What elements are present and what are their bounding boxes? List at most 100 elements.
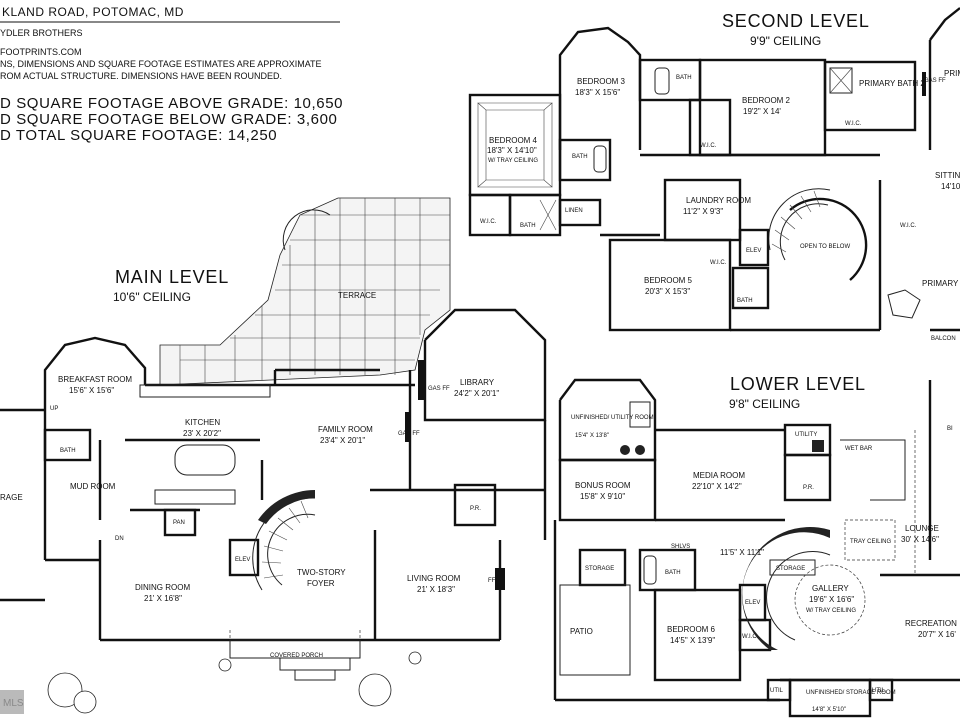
foyer-label-1: TWO-STORY: [297, 568, 346, 577]
mls-watermark: MLS: [3, 698, 24, 709]
bedroom6-label: BEDROOM 6: [667, 625, 716, 634]
lower-shlvs: SHLVS: [671, 544, 690, 550]
gallery-label: GALLERY: [812, 584, 849, 593]
terrace: TERRACE: [159, 197, 451, 386]
tray-label: TRAY CEILING: [850, 539, 891, 545]
bedroom2-dim: 19'2" X 14': [743, 107, 781, 116]
shrub-d: [218, 658, 232, 672]
shrub-e: [408, 651, 422, 665]
linen-label: LINEN: [565, 208, 583, 214]
sitting-dim: 14'10: [941, 182, 960, 191]
lower-pr: P.R.: [803, 485, 814, 491]
main-pr: P.R.: [470, 506, 481, 512]
second-wic-d: W.I.C.: [710, 260, 727, 266]
second-bath-d: BATH: [737, 298, 753, 304]
second-wic-b: W.I.C.: [845, 121, 862, 127]
gallery-dim: 19'6" X 16'6": [809, 595, 854, 604]
website-text: FOOTPRINTS.COM: [0, 47, 82, 57]
main-ff: FF: [488, 578, 496, 584]
kitchen-dim: 23' X 20'2": [183, 429, 221, 438]
mudroom-label: MUD ROOM: [70, 482, 116, 491]
main-elev: ELEV: [235, 557, 250, 563]
recreation-label: RECREATION: [905, 619, 957, 628]
primary-bath2-label: PRIMARY BATH 2: [859, 79, 925, 88]
second-wic-c: W.I.C.: [480, 219, 497, 225]
second-wic-a: W.I.C.: [700, 143, 717, 149]
second-level-title: SECOND LEVEL: [722, 11, 870, 31]
lower-level-plan: LOWER LEVEL 9'8" CEILING UNFINISHED/ UTI…: [553, 374, 960, 718]
lower-bath: BATH: [665, 570, 681, 576]
lower-elev: ELEV: [745, 600, 760, 606]
patio-label: PATIO: [570, 627, 593, 636]
main-stair-treads: [261, 500, 309, 579]
bedroom3-dim: 18'3" X 15'6": [575, 88, 620, 97]
main-dn: DN: [115, 536, 124, 542]
porch-label: COVERED PORCH: [270, 653, 323, 659]
sqft-below-grade: D SQUARE FOOTAGE BELOW GRADE: 3,600: [0, 111, 337, 128]
lower-storage-b: STORAGE: [776, 566, 805, 572]
shrub-c: [358, 673, 392, 707]
laundry-dim: 11'2" X 9'3": [683, 207, 723, 216]
second-elev: ELEV: [746, 248, 761, 254]
media-dim: 22'10" X 14'2": [692, 482, 742, 491]
unfinished-storage-dim: 14'8" X 5'10": [812, 707, 846, 713]
kitchen-label: KITCHEN: [185, 418, 220, 427]
sqft-above-grade: D SQUARE FOOTAGE ABOVE GRADE: 10,650: [0, 95, 343, 112]
bedroom2-label: BEDROOM 2: [742, 96, 791, 105]
terrace-label: TERRACE: [338, 291, 376, 300]
foyer-label-2: FOYER: [307, 579, 335, 588]
bedroom4-note: W/ TRAY CEILING: [488, 158, 538, 164]
main-level-ceiling: 10'6" CEILING: [113, 290, 191, 304]
lower-util-b: UTIL: [872, 688, 886, 694]
second-level-plan: SECOND LEVEL 9'9" CEILING BEDROOM 4 18'3…: [468, 7, 960, 342]
lower-level-ceiling: 9'8" CEILING: [729, 397, 800, 411]
breakfast-label: BREAKFAST ROOM: [58, 375, 132, 384]
wetbar-label: WET BAR: [845, 446, 873, 452]
bedroom5-dim: 20'3" X 15'3": [645, 287, 690, 296]
main-gasff-a: GAS FF: [428, 386, 450, 392]
family-label: FAMILY ROOM: [318, 425, 373, 434]
living-dim: 21' X 18'3": [417, 585, 455, 594]
address-text: KLAND ROAD, POTOMAC, MD: [2, 5, 184, 19]
second-bath-a: BATH: [676, 75, 692, 81]
recreation-dim: 20'7" X 16': [918, 630, 956, 639]
shrub-a: [47, 672, 83, 708]
second-bath-c: BATH: [520, 223, 536, 229]
lower-utility: UTILITY: [795, 432, 817, 438]
lower-wic: W.I.C.: [742, 634, 759, 640]
living-label: LIVING ROOM: [407, 574, 461, 583]
main-level-title: MAIN LEVEL: [115, 267, 229, 287]
disclaimer-line-2: ROM ACTUAL STRUCTURE. DIMENSIONS HAVE BE…: [0, 71, 282, 81]
bedroom4-dim: 18'3" X 14'10": [487, 146, 537, 155]
plan-header: KLAND ROAD, POTOMAC, MD YDLER BROTHERS F…: [0, 5, 343, 144]
bonus-label: BONUS ROOM: [575, 481, 631, 490]
sqft-total: D TOTAL SQUARE FOOTAGE: 14,250: [0, 127, 277, 144]
lounge-label: LOUNGE: [905, 524, 939, 533]
breakfast-dim: 15'6" X 15'6": [69, 386, 114, 395]
bedroom3-label: BEDROOM 3: [577, 77, 626, 86]
pantry-label: PAN: [173, 520, 185, 526]
second-stair-treads: [771, 190, 821, 253]
family-dim: 23'4" X 20'1": [320, 436, 365, 445]
lower-level-title: LOWER LEVEL: [730, 374, 866, 394]
second-level-ceiling: 9'9" CEILING: [750, 34, 821, 48]
library-label: LIBRARY: [460, 378, 495, 387]
lower-storage-a: STORAGE: [585, 566, 614, 572]
laundry-label: LAUNDRY ROOM: [686, 196, 751, 205]
second-gasff: GAS FF: [924, 78, 946, 84]
dining-dim: 21' X 16'8": [144, 594, 182, 603]
bedroom6-dim: 14'5" X 13'9": [670, 636, 715, 645]
bedroom5-label: BEDROOM 5: [644, 276, 693, 285]
prim-label: PRIM: [944, 69, 960, 78]
library-dim: 24'2" X 20'1": [454, 389, 499, 398]
shrub-b: [73, 690, 97, 714]
media-label: MEDIA ROOM: [693, 471, 745, 480]
second-bath-b: BATH: [572, 154, 588, 160]
bedroom4-label: BEDROOM 4: [489, 136, 538, 145]
main-up: UP: [50, 406, 58, 412]
gallery-note: W/ TRAY CEILING: [806, 608, 856, 614]
garage-label: RAGE: [0, 493, 23, 502]
open-below-label: OPEN TO BELOW: [800, 244, 850, 250]
